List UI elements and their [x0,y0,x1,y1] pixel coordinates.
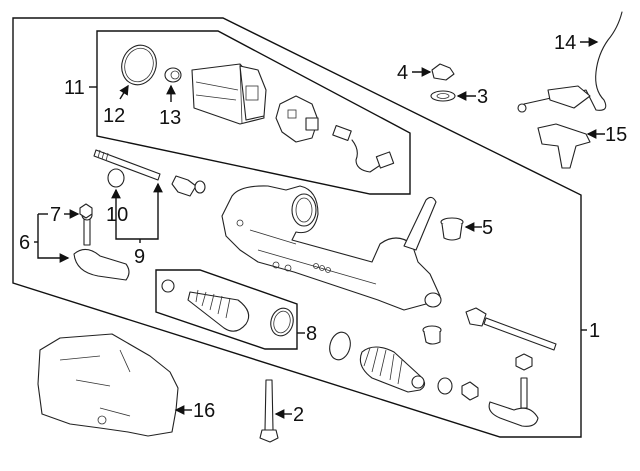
o-ring-drawing [121,44,157,86]
nut-right-drawing [515,353,533,371]
callout-label-5: 5 [482,217,493,239]
bushing-drawing [440,217,464,241]
assembly-frame [12,17,582,438]
callout-label-10: 10 [106,204,128,226]
callout-label-3: 3 [477,86,488,108]
callout-leader-9 [115,182,163,240]
bolt-drawing [259,379,279,443]
outer-tie-rod-right-drawing [488,377,539,427]
controller-drawing [275,95,319,143]
callout-label-14: 14 [554,32,576,54]
bracket-drawing [537,123,591,169]
callout-label-4: 4 [397,62,408,84]
callout-label-7: 7 [50,204,61,226]
steering-gear-drawing [221,185,442,311]
connector-drawing [332,125,395,173]
bushing-lower-drawing [422,325,442,345]
callout-label-6: 6 [19,232,30,254]
boot-kit-frame [155,269,298,350]
callout-label-16: 16 [193,400,215,422]
washer-drawing [430,90,456,102]
callout-leader-12 [119,84,129,100]
jam-nut-lower-drawing [461,381,479,401]
inner-tie-rod-right-drawing [465,307,557,351]
clamp-lower-drawing [437,377,453,395]
tie-rod-nut-left-drawing [79,203,93,219]
bushing-small-drawing [164,67,182,83]
heat-shield-drawing [37,333,179,437]
boot-lower-drawing [359,346,426,393]
inner-tie-rod-drawing [93,149,206,197]
callout-label-9: 9 [134,246,145,268]
ring-lower-drawing [329,331,351,361]
motor-kit-frame [96,30,411,195]
jam-nut-drawing [107,168,125,188]
callout-label-15: 15 [605,124,627,146]
callout-label-11: 11 [64,77,85,99]
motor-housing-drawing [191,63,267,125]
callout-leader-6 [37,214,70,263]
boot-kit-drawing [161,279,294,337]
callout-label-1: 1 [589,320,600,342]
callout-label-8: 8 [306,323,317,345]
nut-drawing [431,63,455,81]
wiring-harness-drawing [517,11,623,113]
callout-label-12: 12 [103,105,125,127]
callout-label-13: 13 [159,107,181,129]
callout-label-2: 2 [293,404,304,426]
